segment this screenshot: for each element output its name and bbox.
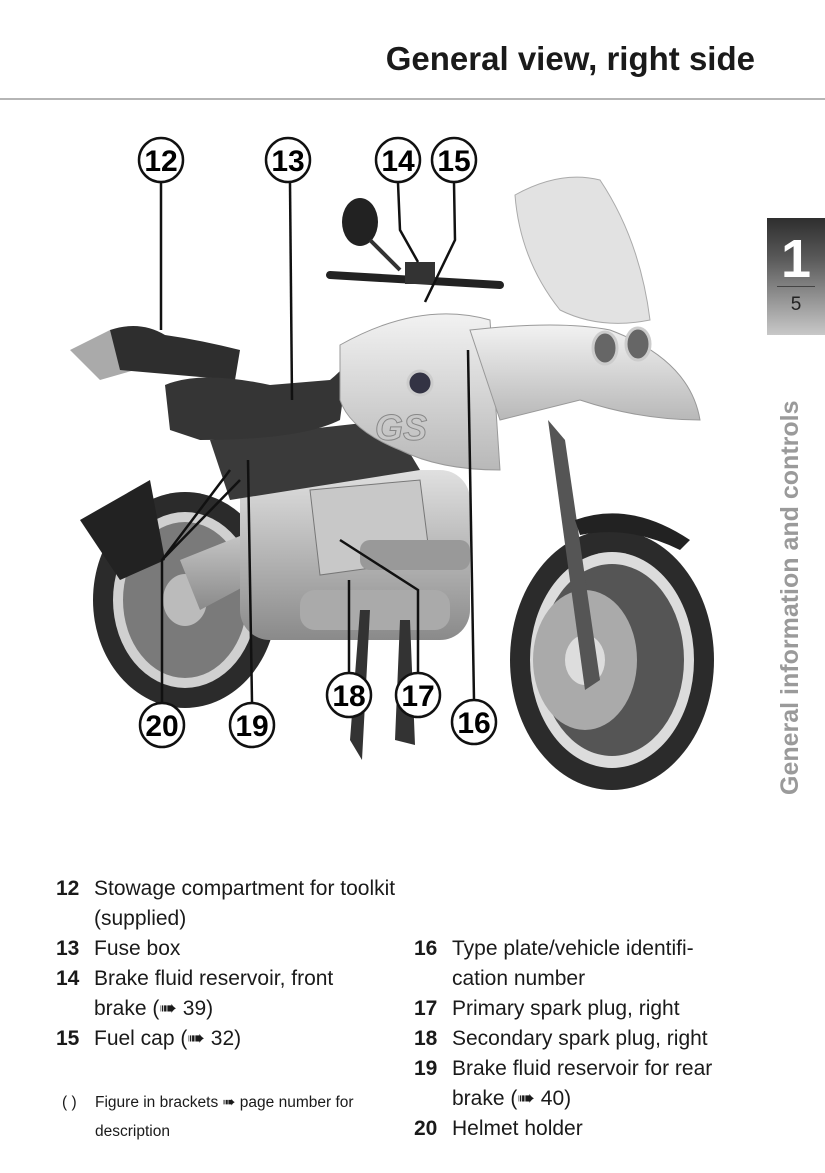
front-seat <box>165 345 351 440</box>
callout-18: 18 <box>325 671 373 719</box>
svg-text:14: 14 <box>381 145 415 178</box>
legend-text: Helmet holder <box>452 1117 583 1140</box>
legend-item: 19 Brake fluid reservoir for rear brake (… <box>414 1054 764 1114</box>
callout-15: 15 <box>430 136 478 184</box>
callouts: 12 13 14 15 16 17 18 19 20 <box>137 136 498 749</box>
rear-seat <box>110 326 240 380</box>
chapter-side-label: General information and controls <box>776 400 804 796</box>
svg-text:20: 20 <box>145 710 178 743</box>
callout-19: 19 <box>228 701 276 749</box>
rear-mudguard <box>80 480 165 580</box>
legend-right: 16 Type plate/vehicle identifi-cation num… <box>414 934 764 1144</box>
legend-item: 12 Stowage compartment for toolkit (suppl… <box>56 874 396 934</box>
brake-reservoir <box>405 262 435 284</box>
legend-text: Brake fluid reservoir, front brake (➠ 39… <box>94 967 334 1020</box>
legend-text: Stowage compartment for toolkit (supplie… <box>94 877 396 930</box>
front-fork <box>548 420 600 690</box>
callout-13: 13 <box>264 136 312 184</box>
legend-text: Brake fluid reservoir for rear brake (➠ … <box>452 1057 713 1110</box>
legend-num: 20 <box>414 1117 438 1140</box>
headlight-right <box>624 326 652 362</box>
windshield <box>514 176 651 324</box>
header-divider <box>0 98 825 100</box>
legend-text: Type plate/vehicle identifi-cation numbe… <box>452 937 694 990</box>
svg-text:16: 16 <box>457 707 490 740</box>
legend-item: 13 Fuse box <box>56 934 396 964</box>
legend-num: 14 <box>56 967 80 990</box>
center-stand <box>350 610 415 760</box>
legend-num: 17 <box>414 997 438 1020</box>
page-number: 5 <box>790 294 802 315</box>
callout-20: 20 <box>138 701 186 749</box>
svg-text:12: 12 <box>144 145 177 178</box>
chapter-tab: 1 5 <box>767 218 825 335</box>
callout-14: 14 <box>374 136 422 184</box>
callout-12: 12 <box>137 136 185 184</box>
svg-text:17: 17 <box>401 680 434 713</box>
legend-num: 15 <box>56 1027 80 1050</box>
legend-text: Fuse box <box>94 937 181 960</box>
legend-num: 12 <box>56 877 80 900</box>
headlight-left <box>591 330 619 366</box>
legend-num: 19 <box>414 1057 438 1080</box>
legend-num: 13 <box>56 937 80 960</box>
svg-text:19: 19 <box>235 710 268 743</box>
svg-text:15: 15 <box>437 145 470 178</box>
legend-text: Primary spark plug, right <box>452 997 680 1020</box>
tank-badge: GS <box>375 407 427 448</box>
svg-text:18: 18 <box>332 680 365 713</box>
legend-text: Fuel cap (➠ 32) <box>94 1027 242 1050</box>
leader-lines <box>159 182 476 703</box>
legend-item: 17 Primary spark plug, right <box>414 994 764 1024</box>
front-mudguard <box>575 513 690 550</box>
front-wheel <box>510 530 714 790</box>
frame <box>210 420 420 500</box>
note-text: Figure in brackets ➠ page number for des… <box>95 1094 354 1140</box>
page-title: General view, right side <box>385 40 755 77</box>
svg-text:13: 13 <box>271 145 304 178</box>
fairing <box>469 324 701 421</box>
callout-16: 16 <box>450 698 498 746</box>
legend-text: Secondary spark plug, right <box>452 1027 708 1050</box>
motorcycle-figure: GS 12 13 14 15 16 17 18 19 20 <box>70 136 714 790</box>
legend-item: 18 Secondary spark plug, right <box>414 1024 764 1054</box>
bmw-logo <box>406 369 434 397</box>
legend-item: 15 Fuel cap (➠ 32) <box>56 1024 396 1054</box>
tab-divider <box>777 286 815 287</box>
legend-item: 20 Helmet holder <box>414 1114 764 1144</box>
legend-item: 16 Type plate/vehicle identifi-cation num… <box>414 934 764 994</box>
chapter-number: 1 <box>780 229 812 289</box>
legend-left: 12 Stowage compartment for toolkit (suppl… <box>56 874 396 1054</box>
engine <box>240 470 470 640</box>
legend-num: 18 <box>414 1027 438 1050</box>
legend-item: 14 Brake fluid reservoir, front brake (➠ … <box>56 964 396 1024</box>
bracket-symbol: ( ) <box>62 1094 77 1111</box>
page-reference-note: ( ) Figure in brackets ➠ page number for… <box>62 1088 402 1146</box>
mirror <box>342 198 378 246</box>
callout-17: 17 <box>394 671 442 719</box>
legend-num: 16 <box>414 937 438 960</box>
